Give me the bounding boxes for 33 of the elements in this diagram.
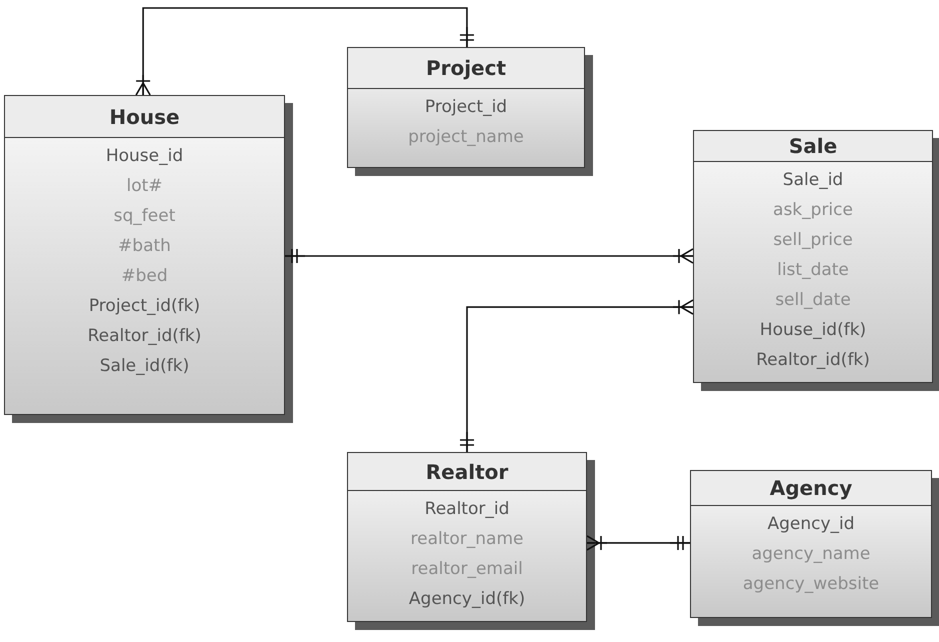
primary-key-field: Project_id xyxy=(424,92,508,122)
attribute-field: sq_feet xyxy=(114,201,176,231)
attribute-field: Agency_id(fk) xyxy=(408,584,526,614)
table-title: Project xyxy=(426,55,506,82)
relationship-line xyxy=(284,248,694,264)
attribute-field: agency_website xyxy=(742,569,880,599)
attribute-field: sell_price xyxy=(773,225,853,255)
attribute-field: #bed xyxy=(121,261,168,291)
relationship-line xyxy=(459,299,694,453)
attribute-field: House_id(fk) xyxy=(760,315,866,345)
attribute-field: list_date xyxy=(777,255,849,285)
table-title: House xyxy=(109,104,180,130)
attribute-field: Realtor_id(fk) xyxy=(756,345,870,375)
table-title: Sale xyxy=(788,133,838,160)
table-title: Realtor xyxy=(426,458,508,486)
attribute-field: Realtor_id(fk) xyxy=(88,321,202,351)
attribute-field: sell_date xyxy=(775,285,851,315)
primary-key-field: Sale_id xyxy=(782,165,844,195)
attribute-field: agency_name xyxy=(752,539,870,569)
attribute-field: project_name xyxy=(408,122,524,152)
attribute-field: ask_price xyxy=(773,195,853,225)
relationship-line xyxy=(586,535,691,551)
attribute-field: Sale_id(fk) xyxy=(100,351,190,381)
attribute-field: #bath xyxy=(118,231,171,261)
relationship-line xyxy=(135,7,475,96)
attribute-field: Project_id(fk) xyxy=(88,291,200,321)
primary-key-field: House_id xyxy=(106,141,184,171)
attribute-field: realtor_email xyxy=(411,554,523,584)
attribute-field: lot# xyxy=(126,171,163,201)
table-title: Agency xyxy=(770,475,852,502)
primary-key-field: Realtor_id xyxy=(424,494,510,524)
attribute-field: realtor_name xyxy=(410,524,524,554)
primary-key-field: Agency_id xyxy=(767,509,855,539)
